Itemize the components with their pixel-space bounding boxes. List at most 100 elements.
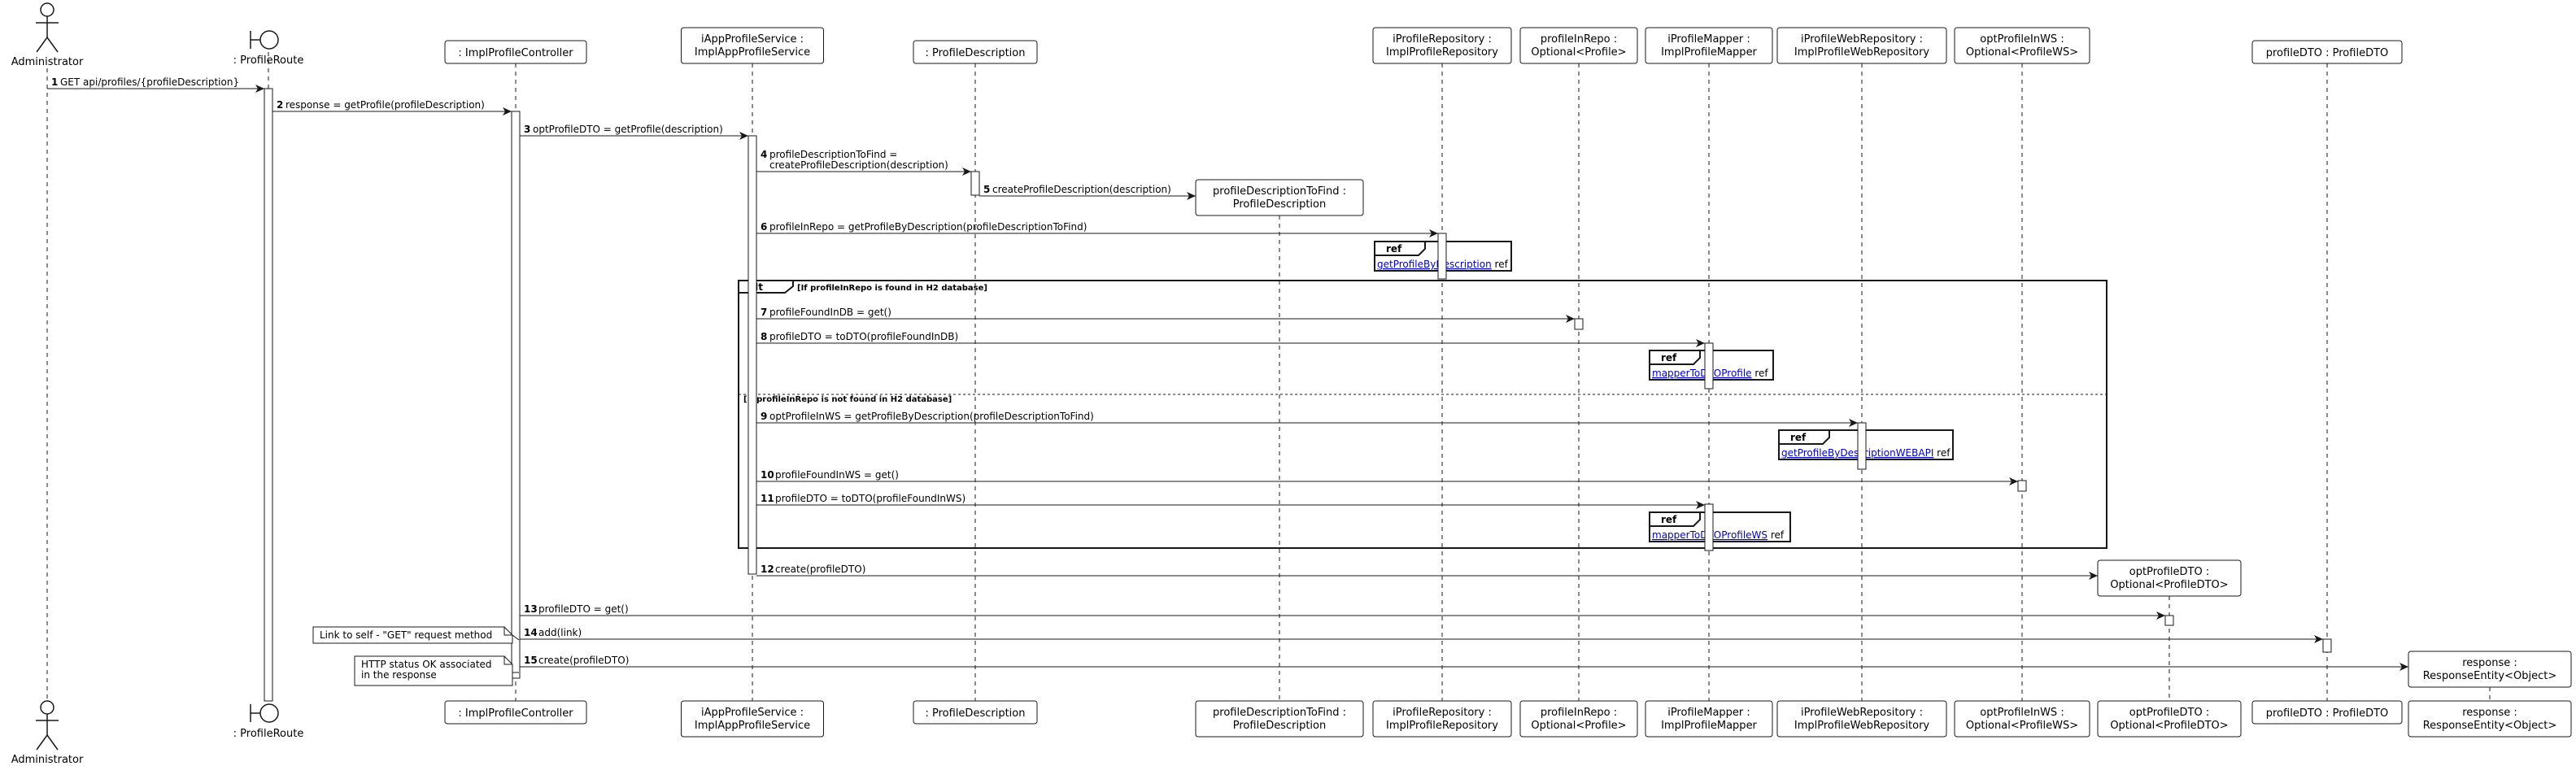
message-label: optProfileInWS = getProfileByDescription… (769, 411, 1094, 422)
participant-label: ImplProfileMapper (1661, 46, 1757, 59)
participant-repo-bottom: iProfileRepository :ImplProfileRepositor… (1372, 700, 1512, 738)
message-number: 6 (761, 221, 767, 233)
participant-route-bottom: : ProfileRoute (233, 703, 304, 740)
message-label: profileInRepo = getProfileByDescription(… (769, 221, 1087, 233)
participant-label: ProfileDescription (1233, 198, 1326, 211)
activation-bar-optdto (2164, 615, 2174, 626)
message-number: 2 (277, 99, 283, 111)
message-number: 7 (761, 307, 767, 318)
ref-text: mapperToDTOProfileWS ref (1652, 529, 1785, 541)
activation-bar-pdesc (970, 171, 980, 196)
participant-box (2097, 559, 2242, 597)
ref-link[interactable]: getProfileByDescription (1377, 259, 1492, 270)
participant-pdesc-top: : ProfileDescription (913, 40, 1038, 64)
message-label: response = getProfile(profileDescription… (285, 99, 485, 111)
participant-optdto-top: optProfileDTO :Optional<ProfileDTO> (2097, 559, 2242, 597)
participant-label: Optional<Profile> (1531, 46, 1626, 59)
message-number: 11 (761, 493, 774, 504)
message-label: profileDTO = get() (538, 603, 629, 615)
participant-webrepo-bottom: iProfileWebRepository :ImplProfileWebRep… (1776, 700, 1947, 738)
note-1: Link to self - "GET" request method (312, 626, 520, 644)
participant-box (1776, 700, 1947, 738)
ref-suffix: ref (1752, 368, 1769, 379)
ref-keyword: ref (1661, 514, 1677, 525)
participant-label: profileInRepo : (1541, 707, 1617, 719)
participant-route-top: : ProfileRoute (233, 30, 304, 67)
message-label: profileFoundInWS = get() (775, 469, 899, 481)
participant-dto-top: profileDTO : ProfileDTO (2251, 40, 2403, 64)
participant-label: iProfileRepository : (1393, 33, 1492, 46)
ref-link[interactable]: mapperToDTOProfile (1652, 368, 1752, 379)
message-number: 8 (761, 331, 767, 342)
participant-label: : ProfileRoute (233, 728, 304, 740)
message-label: profileDescriptionToFind = (769, 149, 897, 160)
participant-box (913, 700, 1038, 725)
message-number: 14 (524, 627, 538, 638)
actor-icon (36, 2, 59, 53)
ref-text: mapperToDTOProfile ref (1652, 368, 1768, 379)
actor-icon (36, 700, 59, 751)
participant-label: : ProfileRoute (233, 54, 304, 67)
message-label: add(link) (538, 627, 582, 638)
participant-box (444, 700, 587, 725)
participant-repo-top: iProfileRepository :ImplProfileRepositor… (1372, 27, 1512, 64)
message-label: createProfileDescription(description) (769, 159, 948, 171)
participant-label: iProfileMapper : (1667, 707, 1750, 719)
note-text: HTTP status OK associated (361, 659, 492, 670)
participant-label: optProfileInWS : (1980, 33, 2064, 46)
participant-label: Administrator (11, 56, 84, 68)
participant-label: ImplProfileMapper (1661, 720, 1757, 732)
message-label: profileFoundInDB = get() (769, 307, 891, 318)
activation-bar-optws (2017, 480, 2027, 492)
message-label: GET api/profiles/{profileDescription} (60, 76, 239, 88)
participant-box (2408, 700, 2572, 738)
participant-label: profileDTO : ProfileDTO (2266, 707, 2389, 720)
participant-label: Administrator (11, 754, 84, 766)
participant-optdto-bottom: optProfileDTO :Optional<ProfileDTO> (2097, 700, 2242, 738)
participant-label: : ImplProfileController (458, 47, 573, 59)
message-label: profileDTO = toDTO(profileFoundInWS) (775, 493, 965, 504)
participant-label: profileDescriptionToFind : (1213, 707, 1346, 719)
participant-box (2251, 700, 2403, 725)
participant-pdtf-bottom: profileDescriptionToFind :ProfileDescrip… (1195, 700, 1364, 738)
activations-layer (264, 88, 2332, 702)
participant-pdesc-bottom: : ProfileDescription (913, 700, 1038, 725)
participant-label: ImplProfileRepository (1386, 720, 1498, 732)
participant-label: : ProfileDescription (926, 47, 1026, 59)
activation-bar-repo (1437, 233, 1447, 280)
participant-webrepo-top: iProfileWebRepository :ImplProfileWebRep… (1776, 27, 1947, 64)
participant-inrepo-top: profileInRepo :Optional<Profile> (1519, 27, 1638, 64)
participant-dto-bottom: profileDTO : ProfileDTO (2251, 700, 2403, 725)
message-label: create(profileDTO) (538, 655, 629, 666)
participant-box (1645, 700, 1773, 738)
message-number: 9 (761, 411, 767, 422)
participant-box (1954, 700, 2090, 738)
message-number: 12 (761, 564, 774, 575)
participant-label: iAppProfileService : (701, 33, 804, 46)
message-label: optProfileDTO = getProfile(description) (533, 124, 723, 135)
participant-label: optProfileInWS : (1980, 707, 2064, 719)
message-number: 5 (983, 184, 990, 195)
message-number: 4 (761, 149, 767, 160)
participant-label: iAppProfileService : (701, 707, 804, 719)
participant-label: Optional<ProfileWS> (1966, 720, 2078, 732)
participant-label: Optional<ProfileDTO> (2110, 579, 2228, 591)
participant-label: response : (2462, 657, 2517, 669)
ref-suffix: ref (1492, 259, 1509, 270)
participant-label: iProfileRepository : (1393, 707, 1492, 719)
participant-box (681, 27, 824, 64)
participant-label: Optional<ProfileWS> (1966, 46, 2078, 59)
participant-box (1519, 700, 1638, 738)
participant-admin-top: Administrator (11, 2, 84, 68)
participant-resp-bottom: response :ResponseEntity<Object> (2408, 700, 2572, 738)
alt-guard-1: [If profileInRepo is found in H2 databas… (797, 284, 987, 293)
participant-label: ProfileDescription (1233, 720, 1326, 732)
activation-bar-svc (748, 135, 757, 575)
participant-label: ResponseEntity<Object> (2423, 670, 2557, 682)
